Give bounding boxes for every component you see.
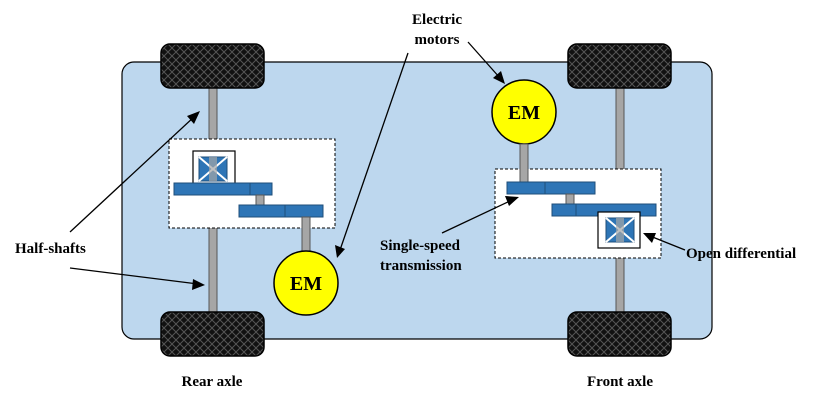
arrow-open-differential [649,235,686,251]
label-single-speed-line1: Single-speed [380,238,461,254]
rear-top-tire [160,43,265,89]
front-intermediate-shaft [565,193,575,205]
rear-electric-motor [273,250,339,316]
rear-gear-c [238,204,286,218]
rear-gear-a [173,182,251,196]
arrow-single-speed [441,199,513,234]
rear-gear-b [249,182,273,196]
front-gear-a [506,181,546,195]
label-open-differential: Open differential [686,246,796,262]
label-half-shafts: Half-shafts [15,241,86,257]
front-gear-c [551,203,577,217]
annotation-arrows [69,41,686,290]
rear-intermediate-shaft [255,194,265,206]
arrow-motors-front [467,41,501,79]
label-electric-motors-line1: Electric [412,12,462,28]
front-axle-assembly: EM [491,43,672,357]
label-electric-motors-line2: motors [415,32,460,48]
chassis-body [121,61,713,340]
label-single-speed-line2: transmission [380,258,462,274]
front-gear-b [544,181,596,195]
arrow-half-shafts-lower [69,267,199,285]
label-front-axle: Front axle [587,374,653,390]
front-motor-shaft [519,143,529,183]
front-top-tire [567,43,672,89]
arrow-motors-rear [339,52,409,251]
rear-motor-label: EM [290,273,322,295]
rear-bottom-tire [160,311,265,357]
front-bottom-tire [567,311,672,357]
rear-gear-d [284,204,324,218]
label-rear-axle: Rear axle [182,374,243,390]
arrow-half-shafts-upper [69,115,196,233]
rear-axle-assembly: EM [160,43,339,357]
front-motor-label: EM [508,102,540,124]
